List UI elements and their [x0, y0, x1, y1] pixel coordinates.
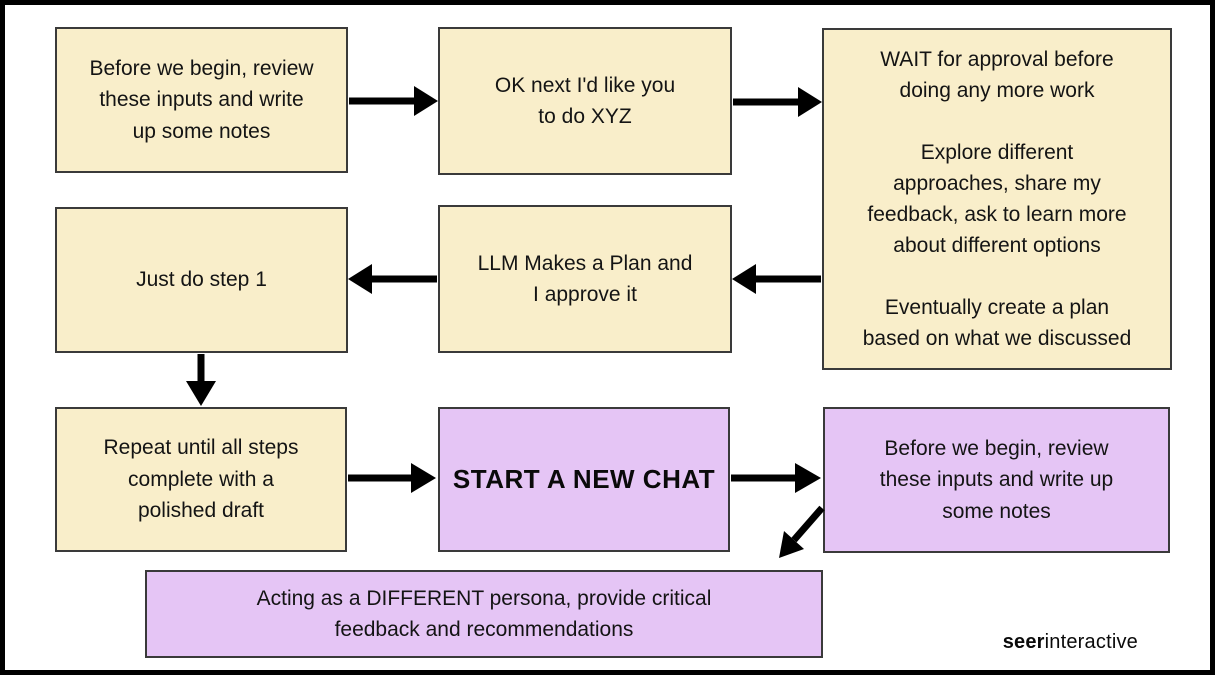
- box-just-do-step-1: Just do step 1: [55, 207, 348, 353]
- box-repeat-until-done-text: Repeat until all steps complete with a p…: [103, 436, 299, 523]
- box-review-inputs-text: Before we begin, review these inputs and…: [89, 56, 314, 143]
- box-start-new-chat: START A NEW CHAT: [438, 407, 730, 552]
- box-review-inputs-new-chat-text: Before we begin, review these inputs and…: [879, 436, 1114, 523]
- box-just-do-step-1-text: Just do step 1: [136, 268, 267, 292]
- box-llm-makes-plan-text: LLM Makes a Plan and I approve it: [477, 251, 693, 307]
- arrow-step1-to-repeat: [186, 354, 216, 406]
- arrow-wait-to-llmplan: [732, 264, 821, 294]
- box-wait-approval-text: WAIT for approval before doing any more …: [862, 47, 1132, 351]
- box-ok-next-xyz-text: OK next I'd like you to do XYZ: [494, 73, 676, 129]
- arrow-repeat-to-newchat: [348, 463, 436, 493]
- logo-seer: seer: [1002, 631, 1045, 653]
- box-different-persona-text: Acting as a DIFFERENT persona, provide c…: [256, 586, 712, 642]
- box-review-inputs: Before we begin, review these inputs and…: [55, 27, 348, 173]
- box-repeat-until-done: Repeat until all steps complete with a p…: [55, 407, 347, 552]
- logo-interactive: interactive: [1044, 631, 1138, 653]
- arrow-llmplan-to-step1: [348, 264, 437, 294]
- arrow-oknext-to-wait: [733, 87, 822, 117]
- box-wait-approval: WAIT for approval before doing any more …: [822, 28, 1172, 370]
- box-different-persona: Acting as a DIFFERENT persona, provide c…: [145, 570, 823, 658]
- arrow-newchat-to-review2: [731, 463, 821, 493]
- seer-interactive-logo: seerinteractive: [1003, 631, 1138, 654]
- arrow-review-to-oknext: [349, 86, 438, 116]
- box-start-new-chat-text: START A NEW CHAT: [452, 464, 716, 494]
- box-llm-makes-plan: LLM Makes a Plan and I approve it: [438, 205, 732, 353]
- box-ok-next-xyz: OK next I'd like you to do XYZ: [438, 27, 732, 175]
- arrow-review2-to-persona: [779, 505, 825, 558]
- box-review-inputs-new-chat: Before we begin, review these inputs and…: [823, 407, 1170, 553]
